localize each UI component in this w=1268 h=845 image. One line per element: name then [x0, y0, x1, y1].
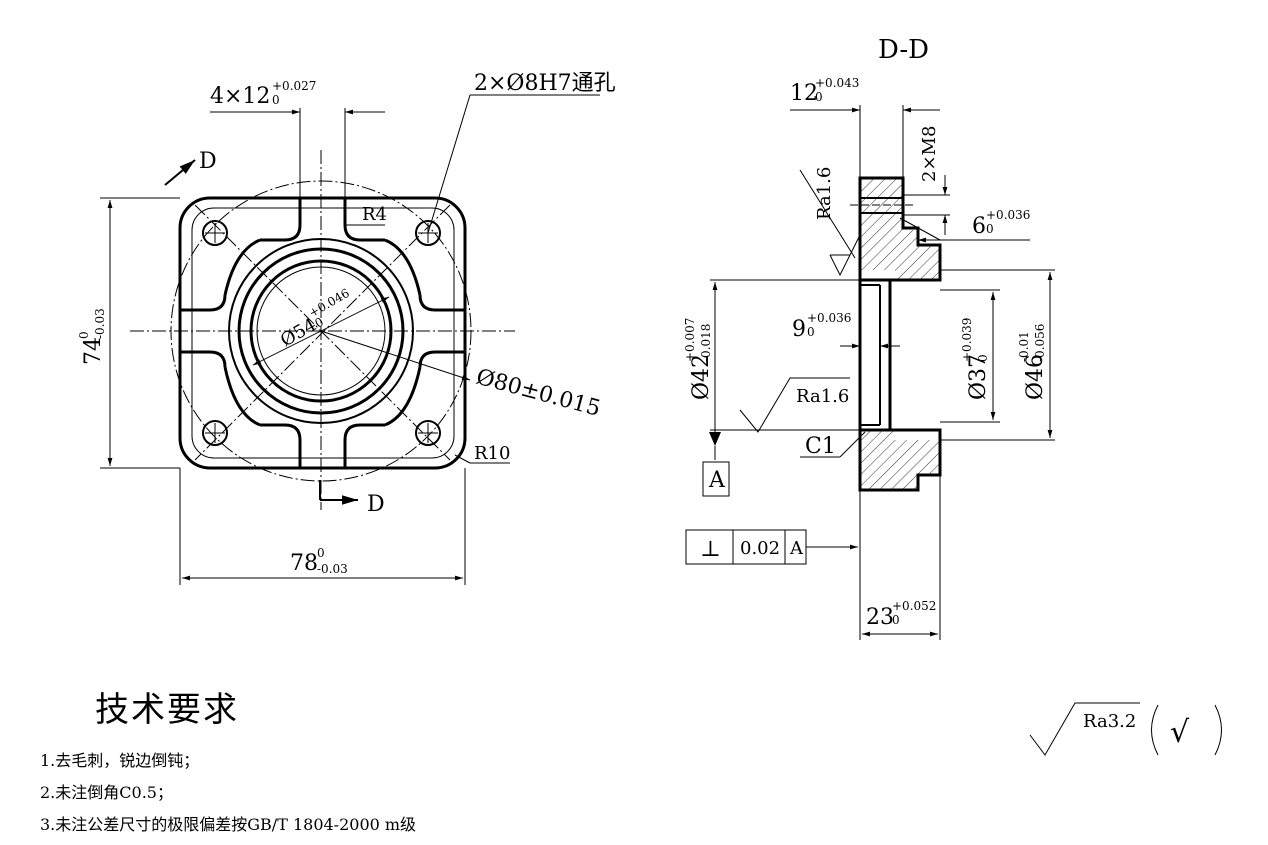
dim-12: 12 [790, 81, 818, 106]
fcf-value: 0.02 [740, 538, 780, 559]
pitch-circle [170, 180, 472, 482]
section-title: D-D [878, 35, 929, 65]
bore-outer-edge [228, 238, 414, 424]
bore-circle [249, 259, 393, 403]
section-view: D-D 12 +0.043 0 2×M8 6 +0 [683, 35, 1055, 640]
dim-23: 23 [866, 605, 894, 630]
dim-6-tol-lower: 0 [986, 222, 994, 236]
dim-42-tol-lower: -0.018 [699, 324, 713, 362]
dim-r4: R4 [362, 204, 387, 225]
hole-bottom-left [202, 420, 228, 446]
requirement-item-2: 2.未注倒角C0.5； [40, 783, 173, 802]
section-label-bottom: D [367, 492, 385, 517]
dim-46-tol-lower: -0.056 [1033, 324, 1047, 362]
dim-46: Ø46 [1023, 354, 1048, 400]
section-arrow-top [164, 159, 196, 186]
dim-holes: 2×Ø8H7通孔 [474, 71, 616, 96]
fcf-datum: A [789, 538, 804, 559]
dim-12-tol: +0.043 [815, 76, 859, 90]
dim-height-tol-lower: -0.03 [93, 308, 107, 339]
bore-chamfer [237, 247, 405, 415]
requirements-title: 技术要求 [95, 690, 239, 730]
ra-top: Ra1.6 [814, 167, 835, 220]
chamfer-label: C1 [805, 434, 836, 459]
hole-top-left [202, 220, 228, 246]
flange-outline [178, 196, 467, 470]
dim-37: Ø37 [966, 354, 991, 400]
dim-23-tol: +0.052 [892, 599, 936, 613]
dim-42: Ø42 [689, 354, 714, 400]
dim-9-tol: +0.036 [807, 311, 851, 325]
check-mark: √ [1170, 715, 1190, 750]
default-surface-finish: Ra3.2 √ [1029, 702, 1222, 756]
dim-37-tol-upper: +0.039 [960, 318, 974, 362]
dim-6: 6 [972, 214, 986, 239]
corner-holes [202, 220, 441, 446]
datum-label: A [708, 468, 726, 493]
dim-23-tol-lower: 0 [892, 613, 900, 627]
section-label-top: D [199, 149, 217, 174]
ra-mid: Ra1.6 [796, 386, 849, 407]
surface-symbol-top [799, 169, 861, 277]
hole-bottom-right [415, 420, 441, 446]
boss-contour [223, 238, 422, 427]
requirement-item-3: 3.未注公差尺寸的极限偏差按GB/T 1804-2000 m级 [40, 815, 417, 834]
dim-slot-tol-lower: 0 [272, 93, 280, 107]
dim-threads: 2×M8 [919, 126, 940, 182]
flange-inner-outline [191, 207, 455, 459]
dim-pcd: Ø80±0.015 [473, 365, 603, 422]
surface-symbol-default [1029, 702, 1140, 756]
dim-height-tol-upper: 0 [77, 331, 91, 339]
dim-r10: R10 [474, 443, 510, 464]
dim-height: 74 [81, 337, 106, 365]
paren-right [1214, 704, 1222, 756]
dim-42-tol-upper: +0.007 [683, 318, 697, 362]
dim-46-tol-upper: -0.01 [1017, 331, 1031, 362]
surface-symbol-mid [739, 377, 850, 433]
dim-slot-width: 4×12 [210, 84, 270, 109]
dim-width-tol-upper: 0 [317, 546, 325, 560]
dim-9-tol-lower: 0 [807, 325, 815, 339]
dim-6-tol: +0.036 [986, 208, 1030, 222]
datum-box [702, 461, 730, 497]
dim-37-tol-lower: 0 [976, 354, 990, 362]
dim-slot-tol-upper: +0.027 [272, 79, 316, 93]
cross-boss [180, 198, 465, 468]
dim-9: 9 [792, 317, 806, 342]
dim-width: 78 [290, 551, 318, 576]
ra-default: Ra3.2 [1083, 711, 1136, 732]
dim-12-tol-lower: 0 [815, 90, 823, 104]
requirement-item-1: 1.去毛刺，锐边倒钝； [40, 751, 200, 770]
hole-top-right [415, 220, 441, 246]
dim-width-tol-lower: -0.03 [317, 562, 348, 576]
paren-left [1151, 704, 1159, 756]
front-view: D D 4×12 +0.027 0 2×Ø8H7通孔 R4 R10 Ø54 +0… [77, 71, 616, 585]
dim-bore-tol-upper: +0.046 [306, 286, 351, 320]
fcf-symbol: ⊥ [700, 537, 721, 562]
